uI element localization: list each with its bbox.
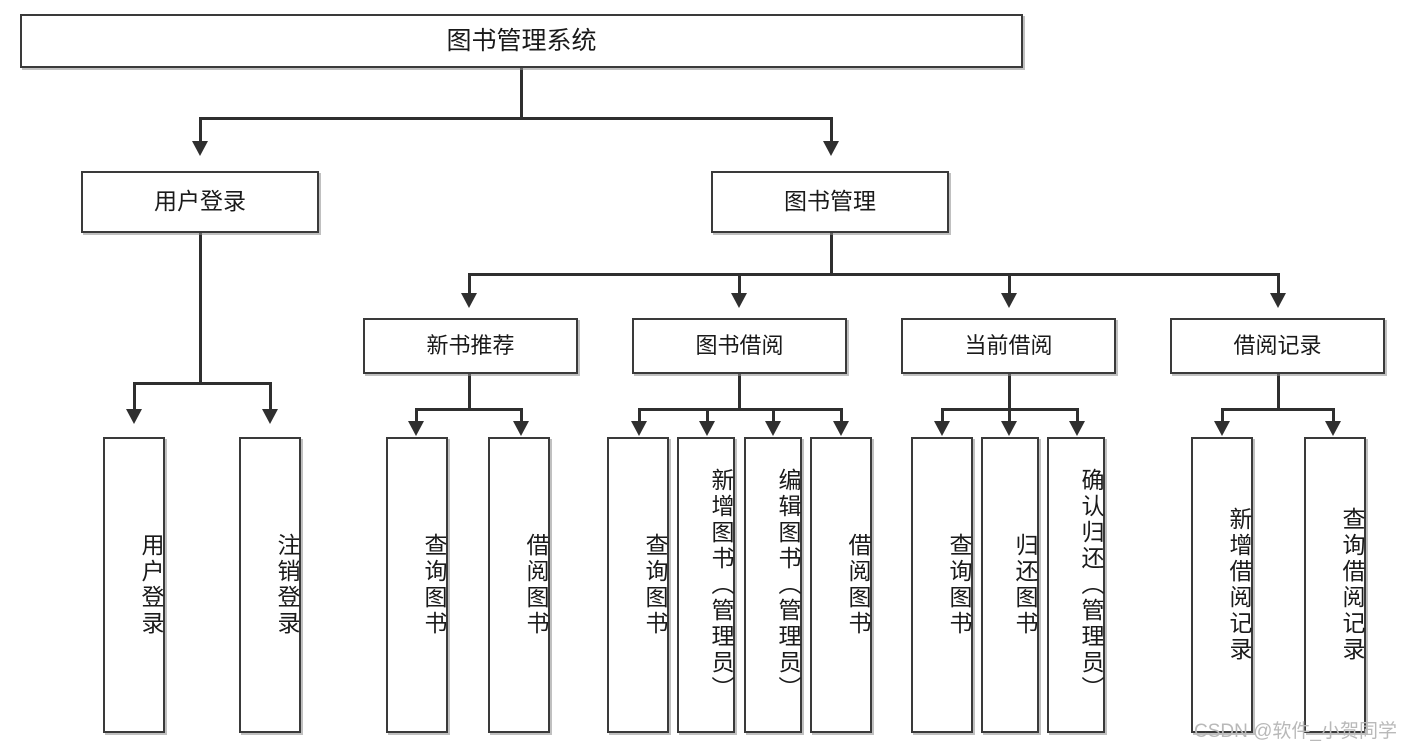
leaf-label: 借阅图书 — [845, 533, 871, 637]
connector-current-borrow-stem — [1008, 374, 1011, 410]
leaf-borrow-record-add[interactable]: 新增借阅记录 — [1191, 437, 1253, 733]
connector-book-mgmt-c1 — [468, 273, 471, 295]
connector-book-borrow-l2 — [706, 408, 709, 423]
arrow-user-login-leaf2 — [262, 409, 278, 424]
leaf-book-borrow-add[interactable]: 新增图书（管理员） — [677, 437, 735, 733]
arrow-user-login-leaf1 — [126, 409, 142, 424]
arrow-book-borrow-l1 — [631, 421, 647, 436]
leaf-label: 确认归还（管理员） — [1078, 468, 1104, 702]
connector-book-borrow-l1 — [638, 408, 641, 423]
connector-new-book-l2 — [520, 408, 523, 423]
connector-user-login-bus — [133, 382, 271, 385]
connector-user-login-leaf1 — [133, 382, 136, 410]
arrow-book-mgmt-c3 — [1001, 293, 1017, 308]
node-label: 图书借阅 — [695, 332, 784, 358]
arrow-borrow-record-l1 — [1214, 421, 1230, 436]
node-label: 新书推荐 — [426, 332, 515, 358]
node-user-login[interactable]: 用户登录 — [81, 171, 319, 233]
arrow-borrow-record-l2 — [1325, 421, 1341, 436]
leaf-book-borrow-query[interactable]: 查询图书 — [607, 437, 669, 733]
connector-borrow-record-l2 — [1332, 408, 1335, 423]
connector-borrow-record-bus — [1221, 408, 1335, 411]
leaf-label: 查询图书 — [421, 533, 447, 637]
node-label: 图书管理 — [784, 188, 876, 215]
arrow-book-borrow-l3 — [765, 421, 781, 436]
leaf-user-login-logout[interactable]: 注销登录 — [239, 437, 301, 733]
connector-current-borrow-l2 — [1008, 408, 1011, 423]
leaf-book-borrow-borrow[interactable]: 借阅图书 — [810, 437, 872, 733]
leaf-label: 新增借阅记录 — [1226, 507, 1252, 663]
leaf-new-book-borrow[interactable]: 借阅图书 — [488, 437, 550, 733]
leaf-label: 编辑图书（管理员） — [775, 468, 801, 702]
arrow-book-mgmt-c1 — [461, 293, 477, 308]
arrow-current-borrow-l2 — [1001, 421, 1017, 436]
connector-borrow-record-l1 — [1221, 408, 1224, 423]
leaf-label: 归还图书 — [1012, 533, 1038, 637]
leaf-label: 查询借阅记录 — [1339, 507, 1365, 663]
connector-current-borrow-l3 — [1076, 408, 1079, 423]
leaf-user-login-login[interactable]: 用户登录 — [103, 437, 165, 733]
connector-book-borrow-stem — [738, 374, 741, 410]
node-borrow-record[interactable]: 借阅记录 — [1170, 318, 1385, 374]
leaf-current-borrow-return[interactable]: 归还图书 — [981, 437, 1039, 733]
arrow-current-borrow-l3 — [1069, 421, 1085, 436]
connector-root-to-user-login — [199, 117, 202, 143]
leaf-new-book-query[interactable]: 查询图书 — [386, 437, 448, 733]
connector-book-borrow-bus — [638, 408, 842, 411]
leaf-current-borrow-confirm[interactable]: 确认归还（管理员） — [1047, 437, 1105, 733]
arrow-book-mgmt-c4 — [1270, 293, 1286, 308]
connector-book-mgmt-c3 — [1008, 273, 1011, 295]
node-label: 当前借阅 — [964, 332, 1053, 358]
node-book-borrow[interactable]: 图书借阅 — [632, 318, 847, 374]
node-label: 图书管理系统 — [446, 27, 597, 55]
connector-user-login-leaf2 — [269, 382, 272, 410]
connector-book-mgmt-c2 — [738, 273, 741, 295]
leaf-label: 查询图书 — [642, 533, 668, 637]
leaf-label: 新增图书（管理员） — [708, 468, 734, 702]
leaf-borrow-record-query[interactable]: 查询借阅记录 — [1304, 437, 1366, 733]
connector-borrow-record-stem — [1277, 374, 1280, 410]
connector-book-borrow-l4 — [840, 408, 843, 423]
node-current-borrow[interactable]: 当前借阅 — [901, 318, 1116, 374]
connector-root-bus — [199, 117, 833, 120]
leaf-current-borrow-query[interactable]: 查询图书 — [911, 437, 973, 733]
arrow-new-book-l2 — [513, 421, 529, 436]
arrow-new-book-l1 — [408, 421, 424, 436]
arrow-to-user-login — [192, 141, 208, 156]
connector-book-borrow-l3 — [772, 408, 775, 423]
leaf-label: 查询图书 — [946, 533, 972, 637]
connector-book-mgmt-stem — [830, 233, 833, 275]
leaf-label: 用户登录 — [138, 533, 164, 637]
arrow-book-mgmt-c2 — [731, 293, 747, 308]
node-new-book-recommend[interactable]: 新书推荐 — [363, 318, 578, 374]
connector-new-book-bus — [415, 408, 523, 411]
connector-user-login-stem — [199, 233, 202, 385]
connector-new-book-l1 — [415, 408, 418, 423]
leaf-book-borrow-edit[interactable]: 编辑图书（管理员） — [744, 437, 802, 733]
leaf-label: 注销登录 — [274, 533, 300, 637]
connector-root-to-book-mgmt — [830, 117, 833, 143]
node-book-management[interactable]: 图书管理 — [711, 171, 949, 233]
arrow-current-borrow-l1 — [934, 421, 950, 436]
arrow-book-borrow-l4 — [833, 421, 849, 436]
connector-book-mgmt-bus — [468, 273, 1280, 276]
node-root-system[interactable]: 图书管理系统 — [20, 14, 1023, 68]
node-label: 借阅记录 — [1233, 332, 1322, 358]
connector-root-stem — [520, 68, 523, 118]
connector-new-book-stem — [468, 374, 471, 410]
leaf-label: 借阅图书 — [523, 533, 549, 637]
arrow-to-book-mgmt — [823, 141, 839, 156]
connector-current-borrow-l1 — [941, 408, 944, 423]
node-label: 用户登录 — [154, 188, 246, 215]
connector-book-mgmt-c4 — [1277, 273, 1280, 295]
arrow-book-borrow-l2 — [699, 421, 715, 436]
